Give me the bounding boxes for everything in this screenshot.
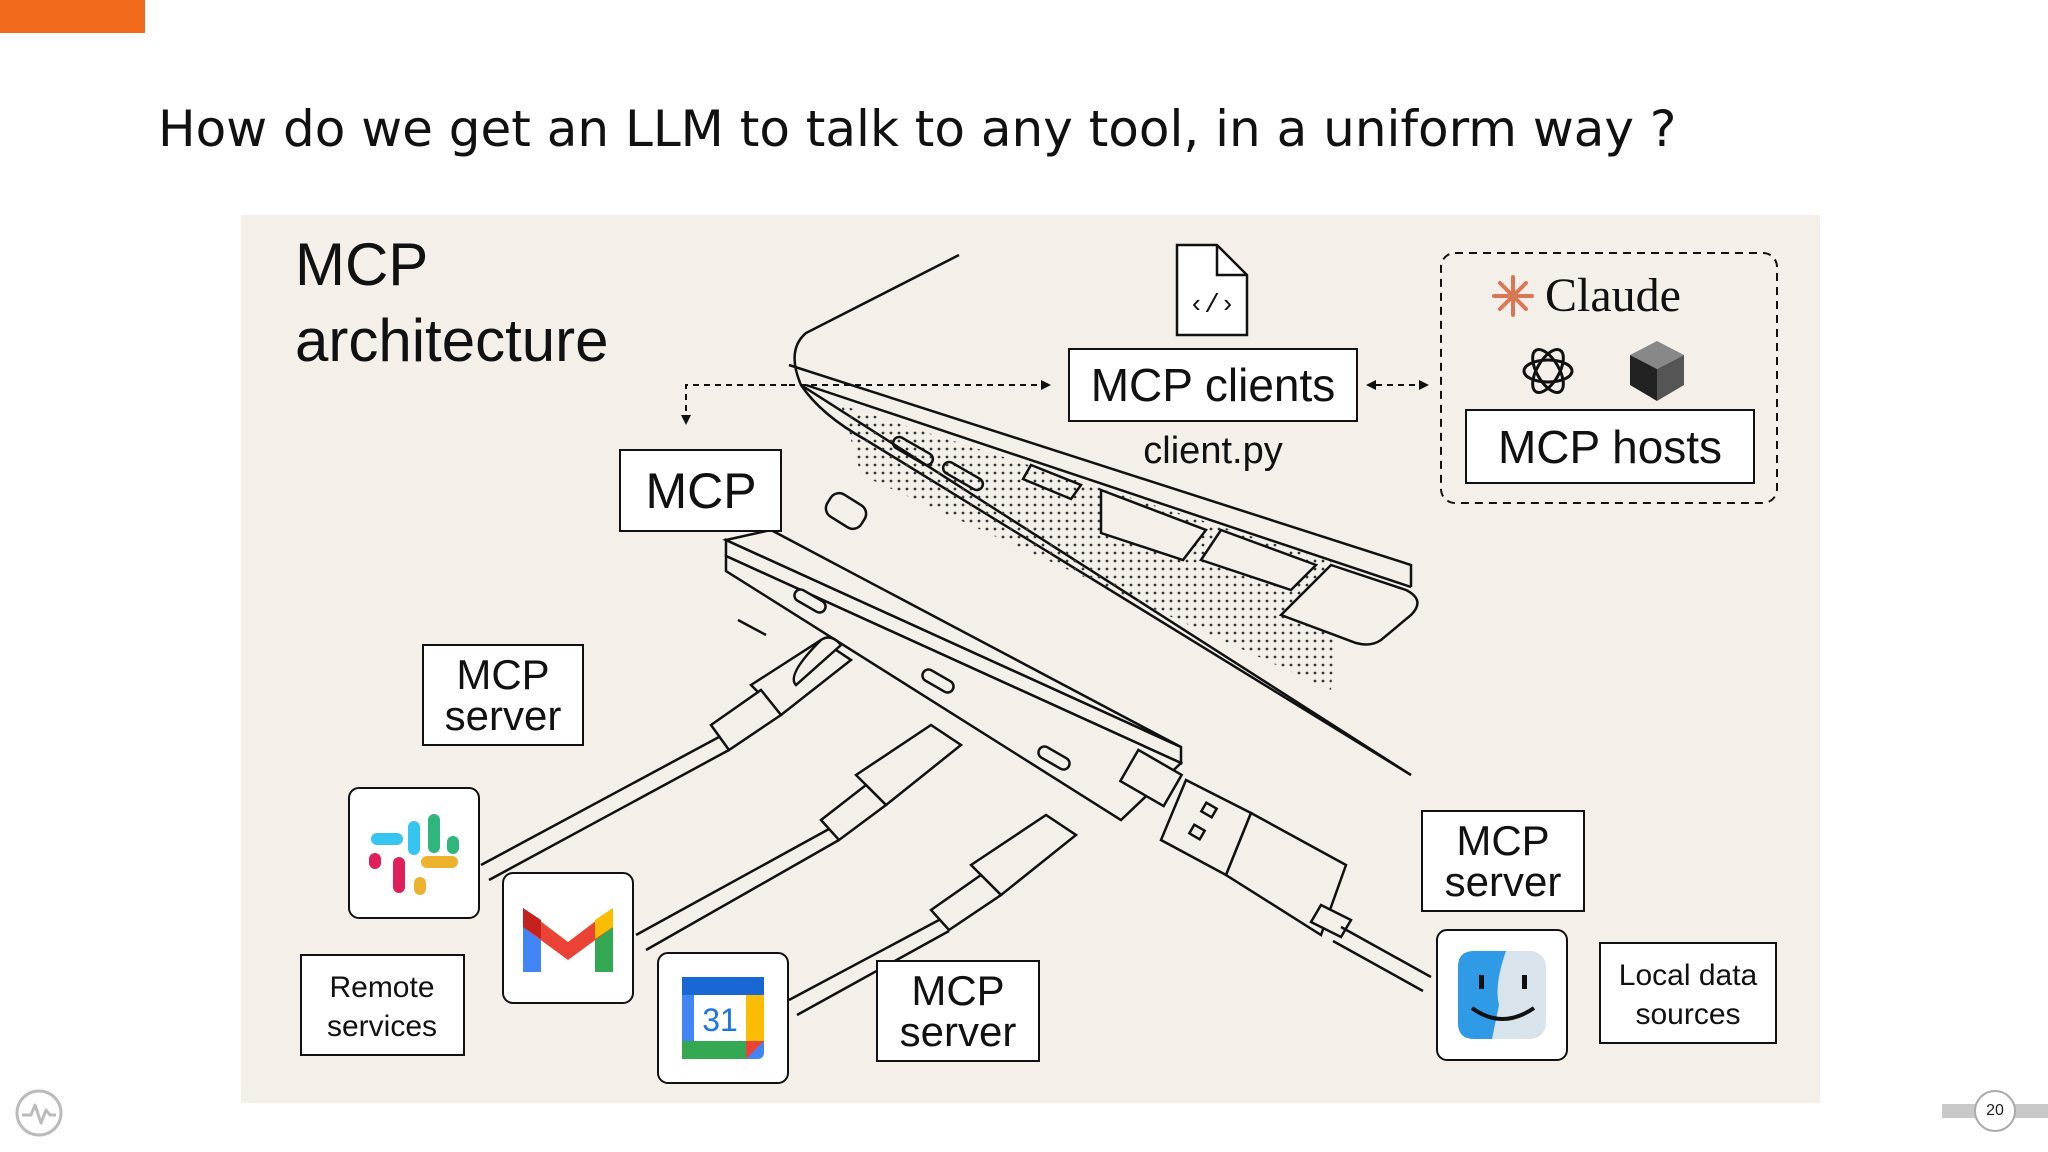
slide-title: How do we get an LLM to talk to any tool… xyxy=(158,100,1677,158)
usb-a-cable xyxy=(1159,778,1432,993)
mcp-box xyxy=(619,449,782,532)
usb-c-cable-2 xyxy=(635,723,964,952)
remote-services-box xyxy=(300,954,465,1056)
calendar-day: 31 xyxy=(702,1002,738,1038)
diagram-heading-line2: architecture xyxy=(295,307,608,374)
code-file-icon: ‹/› xyxy=(1175,243,1249,337)
svg-text:‹/›: ‹/› xyxy=(1189,290,1236,320)
slack-icon xyxy=(369,814,459,895)
usb-c-cable-1 xyxy=(480,618,854,882)
mcp-server-2-line1: MCP xyxy=(911,967,1004,1014)
local-data-line1: Local data xyxy=(1619,959,1758,992)
mcp-server-box-2 xyxy=(876,960,1040,1062)
mcp-server-1-line2: server xyxy=(445,692,562,739)
mcp-hosts-label: MCP hosts xyxy=(1498,421,1722,473)
diagram-heading-line1: MCP xyxy=(295,231,428,298)
mcp-hosts-group xyxy=(1440,252,1778,504)
local-data-line2: sources xyxy=(1635,998,1740,1031)
remote-services-line2: services xyxy=(327,1010,437,1043)
mcp-label: MCP xyxy=(645,463,756,519)
mcp-server-box-3 xyxy=(1421,810,1585,912)
mcp-server-2-line2: server xyxy=(900,1008,1017,1055)
gmail-icon xyxy=(523,908,613,972)
claude-label: Claude xyxy=(1545,269,1681,322)
mcp-server-3-line1: MCP xyxy=(1456,817,1549,864)
laptop xyxy=(788,253,1419,777)
google-calendar-icon: 31 xyxy=(682,977,764,1059)
mcp-server-3-line2: server xyxy=(1445,858,1562,905)
mcp-hub xyxy=(722,491,1184,822)
claude-star-icon xyxy=(1492,275,1534,317)
local-data-sources-box xyxy=(1599,942,1777,1044)
accent-bar xyxy=(0,0,145,33)
mcp-server-box-1 xyxy=(422,644,584,746)
mcp-architecture-diagram: MCP architecture xyxy=(241,215,1820,1103)
finder-icon xyxy=(1458,951,1546,1039)
openai-icon xyxy=(1522,348,1574,394)
page-number: 20 xyxy=(1974,1090,2016,1132)
gmail-tile xyxy=(502,872,634,1004)
mcp-server-1-line1: MCP xyxy=(456,651,549,698)
mcp-clients-file: client.py xyxy=(1143,430,1282,472)
footer-logo-icon xyxy=(15,1089,63,1137)
mcp-hosts-box xyxy=(1465,409,1755,484)
dashed-arrows xyxy=(685,384,1419,418)
remote-services-line1: Remote xyxy=(329,971,434,1004)
cube-icon xyxy=(1630,341,1684,401)
usb-c-cable-3 xyxy=(788,813,1079,1017)
mcp-clients-box xyxy=(1068,348,1358,422)
mcp-clients-label: MCP clients xyxy=(1091,359,1336,411)
